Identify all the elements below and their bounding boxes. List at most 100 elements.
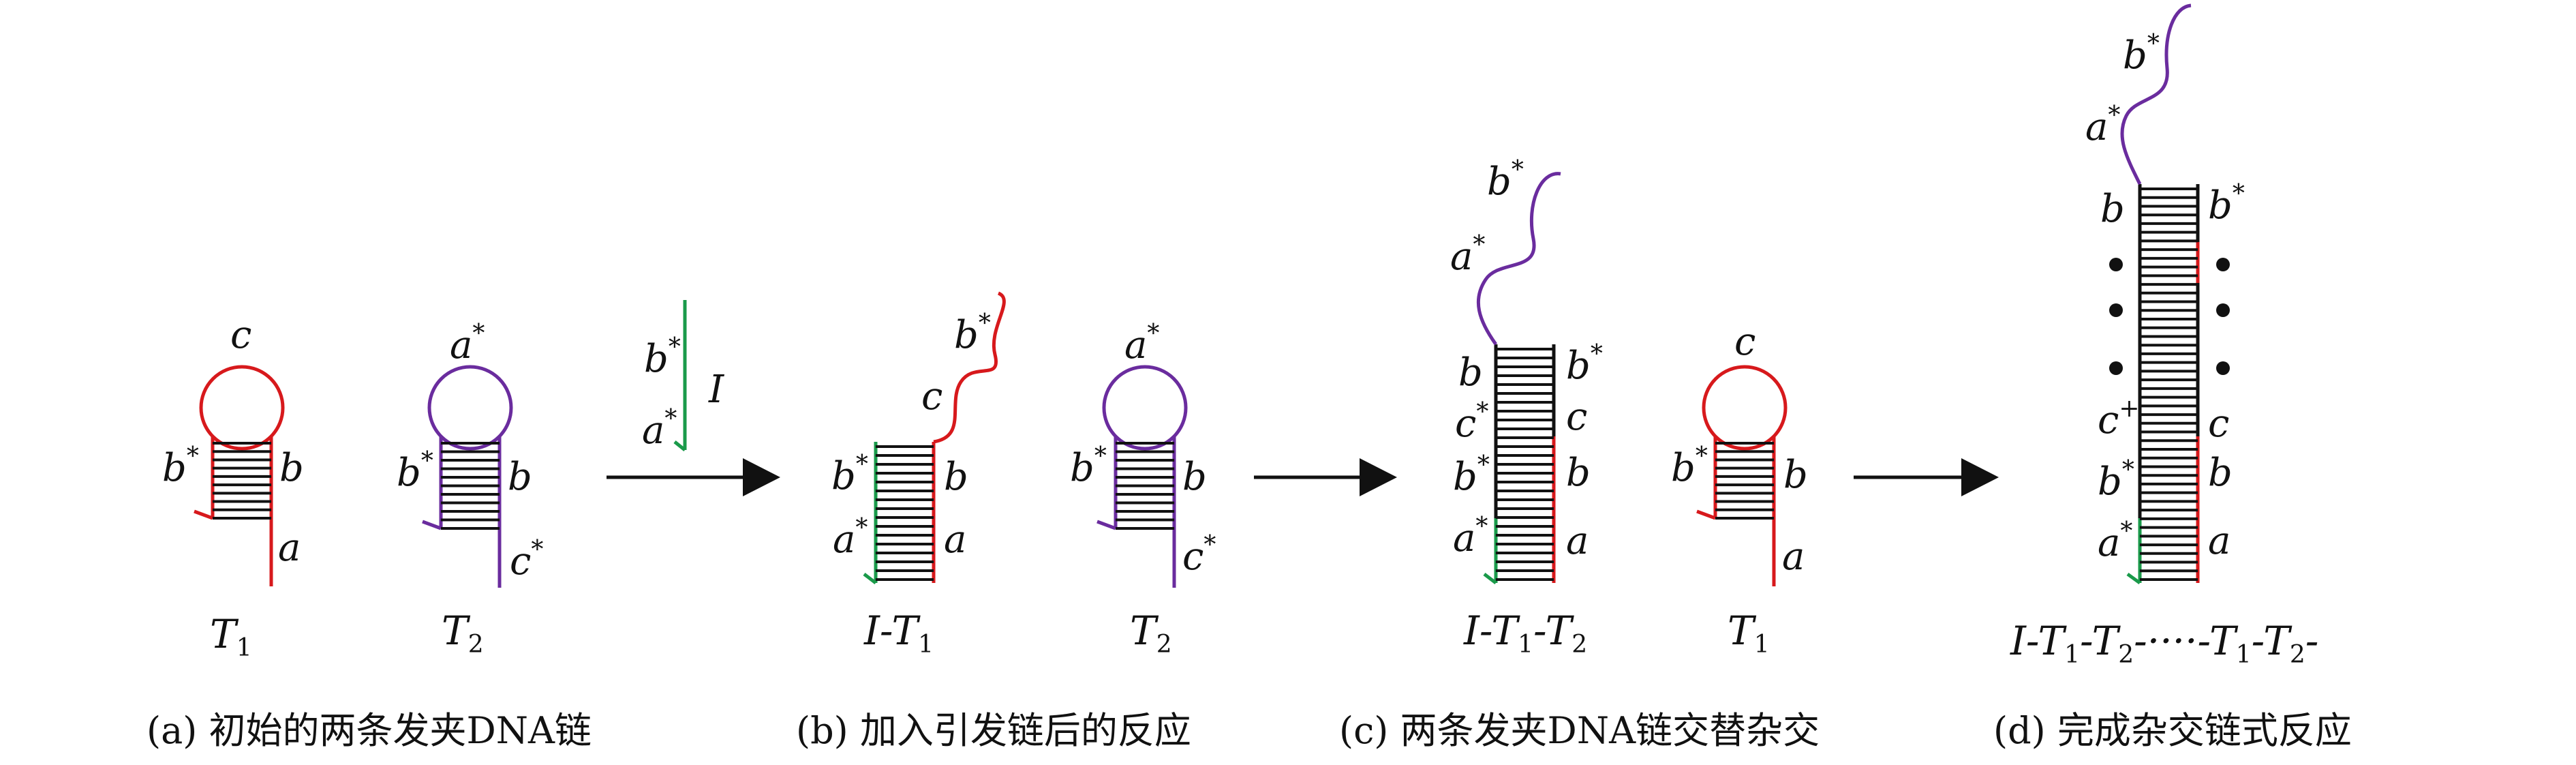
label-b-left: b — [2100, 187, 2125, 231]
label-b-star: b* — [1671, 442, 1708, 490]
t1-single-strand-tail — [933, 291, 1006, 444]
label-a-star: a* — [450, 320, 485, 368]
reaction-arrow-3 — [1854, 458, 1999, 496]
panel-c: b* a* b b* c* c b* b a* a I-T1-T2 c b* b… — [1339, 156, 1820, 752]
label-a: a — [278, 526, 301, 570]
label-a-star-top: a* — [1450, 231, 1485, 279]
top-single-strand-tail — [2120, 3, 2192, 185]
initiator-i: b* a* I — [642, 300, 725, 453]
label-c-right: c — [2208, 402, 2229, 446]
label-a: a — [944, 518, 966, 562]
name-t2: T2 — [1130, 608, 1172, 659]
loop-c — [1702, 365, 1788, 451]
label-c: c — [921, 374, 942, 419]
label-a-star: a* — [1124, 320, 1159, 368]
label-a-star: a* — [642, 405, 677, 453]
hairpin-t1-c: c b* b a T1 — [1671, 320, 1808, 659]
ellipsis-dot — [2109, 303, 2123, 317]
label-b-star-top: b* — [1487, 156, 1524, 204]
label-a: a — [1782, 535, 1805, 579]
ellipsis-dot — [2216, 361, 2230, 375]
label-a-right: a — [2208, 519, 2230, 563]
toehold-hook — [194, 509, 213, 520]
label-b-star: b* — [831, 451, 868, 498]
label-c: c — [230, 313, 251, 357]
ellipsis-dot — [2216, 258, 2230, 271]
complex-long-polymer: b* a* b b* c+ c b* b a* a I-T1-T2-····-T… — [2010, 3, 2318, 669]
initiator-hook — [2126, 572, 2141, 585]
label-c: c — [1734, 320, 1755, 364]
loop-a-star — [1102, 365, 1188, 451]
base-pairs — [1496, 348, 1554, 581]
label-b: b — [1182, 455, 1207, 499]
loop-c — [199, 365, 285, 451]
complex-i-t1: b* c b* b a* a I-T1 — [831, 291, 1006, 659]
name-t1: T1 — [210, 611, 252, 662]
panel-a: c b* b a T1 a* b* b c* T2 b* a* I (a) — [147, 300, 725, 752]
base-pairs — [1715, 442, 1774, 520]
label-i: I — [708, 368, 725, 412]
ellipsis-dot — [2109, 361, 2123, 375]
label-b: b — [508, 455, 532, 499]
base-pairs — [213, 442, 271, 520]
caption-d: (d) 完成杂交链式反应 — [1993, 709, 2352, 752]
label-b-star-right: b* — [2208, 180, 2245, 228]
caption-c: (c) 两条发夹DNA链交替杂交 — [1339, 709, 1820, 752]
label-b-star-left: b* — [2098, 456, 2134, 504]
name-t2: T2 — [442, 608, 484, 659]
label-b-star: b* — [1070, 442, 1107, 490]
label-c-star: c* — [510, 536, 543, 584]
label-a-right: a — [1566, 519, 1589, 563]
label-a-star-top: a* — [2085, 102, 2120, 149]
label-b: b — [1783, 453, 1808, 497]
label-b-right: b — [1566, 451, 1591, 495]
label-b: b — [279, 446, 304, 490]
label-b-star: b* — [397, 447, 433, 495]
name-i-t1: I-T1 — [863, 608, 934, 659]
toehold-hook — [1097, 520, 1116, 530]
ellipsis-dot — [2216, 303, 2230, 317]
base-pairs — [441, 442, 500, 530]
t2-single-strand-tail — [1476, 172, 1561, 346]
name-polymer: I-T1-T2-····-T1-T2- — [2010, 618, 2318, 669]
initiator-hook — [673, 440, 686, 451]
label-b-star-left: b* — [1453, 451, 1490, 499]
initiator-hook — [863, 573, 877, 584]
label-b-star: b* — [162, 442, 199, 490]
label-b-star-right: b* — [1566, 340, 1603, 388]
label-b-star: b* — [644, 333, 681, 381]
label-b-right: b — [2208, 451, 2233, 495]
label-c-star: c* — [1182, 531, 1216, 579]
base-pairs — [2140, 188, 2198, 581]
hairpin-t2-b: a* b* b c* T2 — [1070, 320, 1216, 659]
toehold-hook — [1696, 509, 1716, 520]
label-c-star-left: c* — [1455, 398, 1488, 446]
hairpin-t2-a: a* b* b c* T2 — [397, 320, 543, 659]
panel-d: b* a* b b* c+ c b* b a* a I-T1-T2-····-T… — [1993, 3, 2352, 752]
hairpin-t1-a: c b* b a T1 — [162, 313, 304, 662]
base-pairs — [876, 445, 934, 581]
label-c-plus-left: c+ — [2098, 395, 2140, 442]
caption-a: (a) 初始的两条发夹DNA链 — [147, 709, 592, 752]
loop-a-star — [427, 365, 513, 451]
caption-b: (b) 加入引发链后的反应 — [796, 709, 1191, 752]
base-pairs — [1116, 442, 1174, 530]
name-i-t1-t2: I-T1-T2 — [1463, 608, 1587, 659]
label-a-star-left: a* — [2098, 518, 2132, 565]
ellipsis-dot — [2109, 258, 2123, 271]
label-c-right: c — [1566, 395, 1587, 439]
reaction-arrow-2 — [1254, 458, 1397, 496]
label-a-star: a* — [833, 514, 868, 562]
label-b-left: b — [1458, 350, 1483, 395]
name-t1: T1 — [1728, 608, 1770, 659]
label-b: b — [944, 455, 968, 499]
complex-i-t1-t2: b* a* b b* c* c b* b a* a I-T1-T2 — [1450, 156, 1603, 659]
label-b-star-top: b* — [2123, 30, 2160, 78]
label-b-star-top: b* — [954, 310, 991, 357]
panel-b: b* c b* b a* a I-T1 a* b* b c* T2 (b) 加入… — [796, 291, 1216, 752]
initiator-hook — [1483, 573, 1497, 584]
toehold-hook — [422, 520, 442, 530]
reaction-arrow-1 — [607, 458, 780, 496]
